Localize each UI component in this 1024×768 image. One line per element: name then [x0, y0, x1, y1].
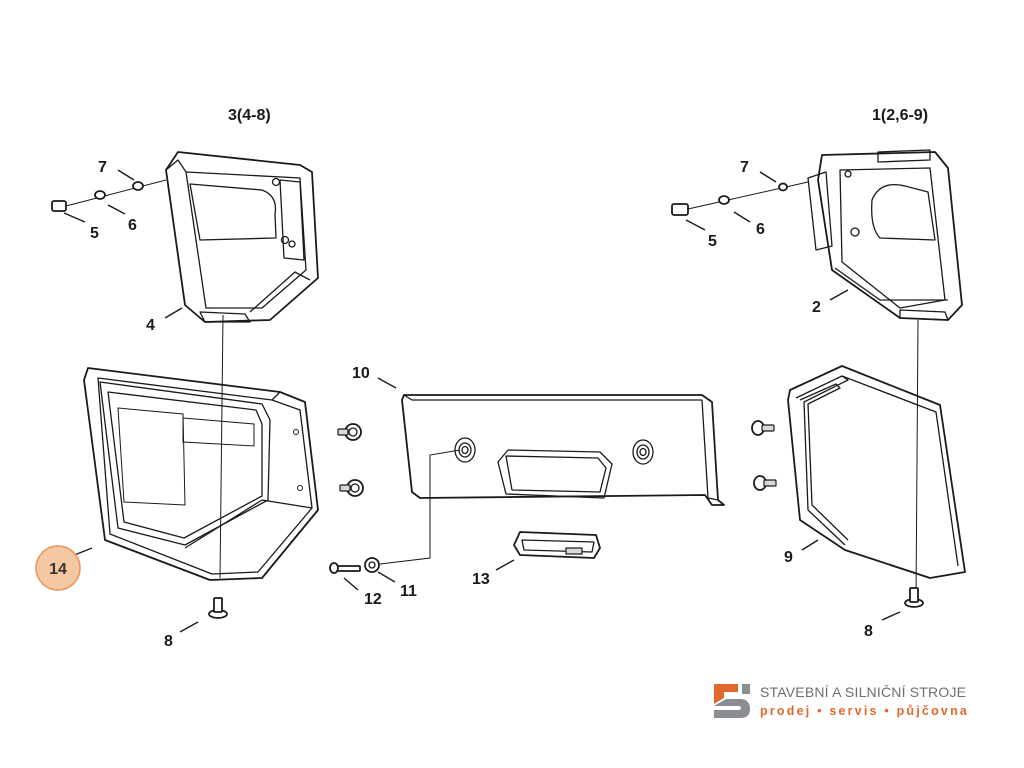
- left-end-cover-part-14: [83, 314, 319, 581]
- callout-right-2: 2: [812, 299, 821, 316]
- callout-right-9: 9: [784, 549, 793, 566]
- callout-12: 12: [364, 591, 382, 608]
- left-screw-8: [208, 597, 228, 619]
- left-bracket-part-4: [165, 151, 319, 323]
- left-snap-fasteners: [337, 423, 364, 497]
- handle-insert-part-13: [513, 531, 601, 559]
- centre-rail-part-10: [401, 394, 725, 506]
- left-assembly-header: 3(4-8): [228, 107, 271, 124]
- left-lock-washer-6: [94, 190, 106, 200]
- right-bolt-5: [671, 181, 809, 216]
- right-snap-fasteners: [751, 420, 777, 491]
- right-screw-8: [904, 587, 924, 608]
- right-washer-7: [778, 182, 788, 192]
- left-washer-7: [132, 181, 144, 191]
- callout-left-4: 4: [146, 317, 155, 334]
- screw-part-12: [329, 562, 361, 574]
- callout-left-7: 7: [98, 159, 107, 176]
- callout-10: 10: [352, 365, 370, 382]
- logo-mark-icon: [712, 682, 752, 720]
- highlight-marker-14: 14: [35, 545, 81, 591]
- callout-right-7: 7: [740, 159, 749, 176]
- logo-tagline: prodej • servis • půjčovna: [760, 704, 970, 718]
- callout-left-8: 8: [164, 633, 173, 650]
- callout-14: 14: [49, 561, 67, 578]
- logo-company-name: STAVEBNÍ A SILNIČNÍ STROJE: [760, 684, 967, 700]
- leader-lines: [63, 169, 901, 633]
- callout-right-8: 8: [864, 623, 873, 640]
- highlight-badge: [35, 545, 81, 591]
- callout-13: 13: [472, 571, 490, 588]
- callout-11: 11: [400, 583, 417, 600]
- callout-left-6: 6: [128, 217, 137, 234]
- callout-left-5: 5: [90, 225, 99, 242]
- right-bracket-part-2: [807, 149, 963, 321]
- callout-right-5: 5: [708, 233, 717, 250]
- callout-right-6: 6: [756, 221, 765, 238]
- left-bolt-5: [51, 179, 167, 212]
- right-assembly-header: 1(2,6-9): [872, 107, 928, 124]
- right-lock-washer-6: [718, 195, 730, 205]
- right-end-cover-part-9: [787, 319, 966, 601]
- washer-part-11: [364, 449, 461, 573]
- company-logo: STAVEBNÍ A SILNIČNÍ STROJE prodej • serv…: [712, 682, 1012, 722]
